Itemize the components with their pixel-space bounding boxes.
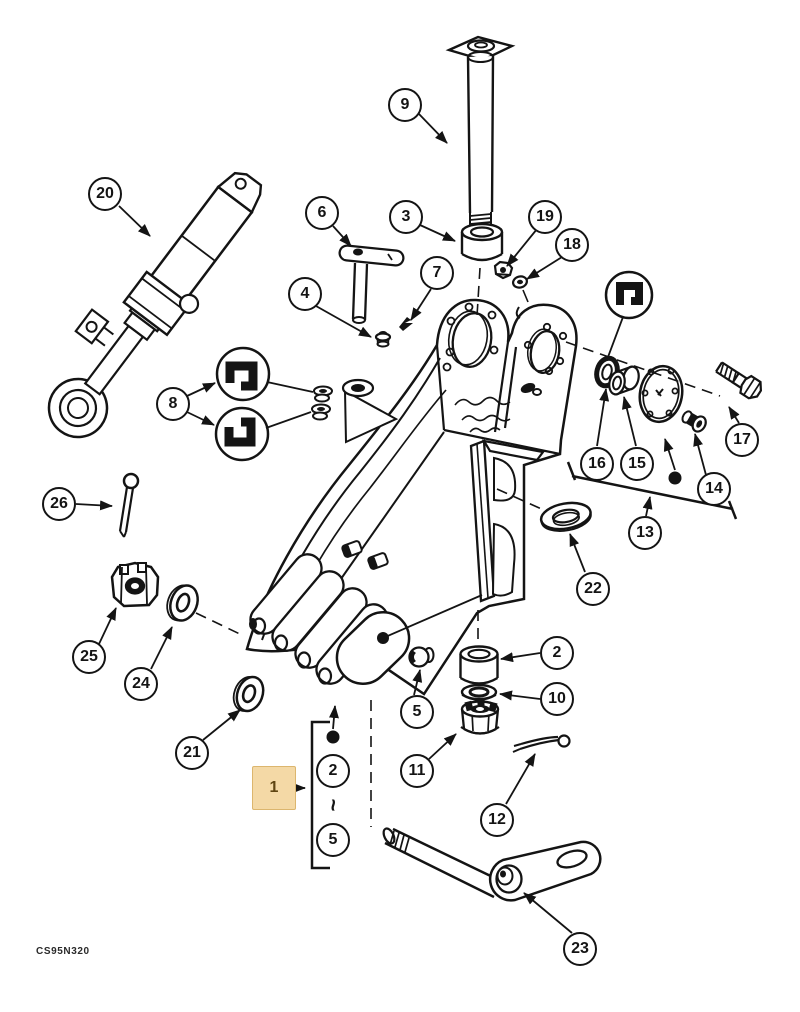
t-handle-pin-6 xyxy=(338,244,405,324)
drawing-code: CS95N320 xyxy=(36,946,90,957)
bolt-17 xyxy=(715,361,763,400)
callout-26: 26 xyxy=(42,487,76,521)
callout-8: 8 xyxy=(156,387,190,421)
clip-5 xyxy=(408,646,435,668)
washer-21 xyxy=(232,675,265,713)
callout-1: 1 xyxy=(252,766,296,810)
callout-25: 25 xyxy=(72,640,106,674)
detail-circle-bushing-upper xyxy=(215,346,271,402)
clip-7 xyxy=(399,317,413,331)
callout-17: 17 xyxy=(725,423,759,457)
washer-18 xyxy=(511,275,529,303)
callout-11: 11 xyxy=(400,754,434,788)
callout-12: 12 xyxy=(480,803,514,837)
detail-circle-bushing-lower xyxy=(214,406,270,462)
callout-6: 6 xyxy=(305,196,339,230)
callout-14: 14 xyxy=(697,472,731,506)
washer-24 xyxy=(166,584,199,622)
callout-10: 10 xyxy=(540,682,574,716)
pivot-pin-23 xyxy=(382,827,602,902)
bushing-3 xyxy=(460,222,504,262)
callout-20: 20 xyxy=(88,177,122,211)
callout-18: 18 xyxy=(555,228,589,262)
castle-nut-11 xyxy=(460,699,500,735)
callout-24: 24 xyxy=(124,667,158,701)
bushing-2 xyxy=(459,645,499,685)
grease-fittings-8 xyxy=(311,385,333,421)
leader-lines xyxy=(75,113,740,934)
cotter-pin-26 xyxy=(118,472,140,538)
pivot-pin-9 xyxy=(445,35,516,234)
bracket-group-1 xyxy=(310,720,330,870)
callout-16: 16 xyxy=(580,447,614,481)
washer-10 xyxy=(460,683,498,701)
callout-5: 5 xyxy=(316,823,350,857)
callout-13: 13 xyxy=(628,516,662,550)
main-frame xyxy=(245,298,578,696)
grease-fitting-14 xyxy=(681,410,707,433)
bushing-15 xyxy=(608,365,640,396)
cover-plate xyxy=(638,364,684,424)
callout-15: 15 xyxy=(620,447,654,481)
detail-circle-bushing-right xyxy=(604,270,654,320)
hydraulic-cylinder xyxy=(47,171,263,439)
callout-4: 4 xyxy=(288,277,322,311)
plug-4 xyxy=(374,331,392,348)
callout-2: 2 xyxy=(316,754,350,788)
callout-22: 22 xyxy=(576,572,610,606)
callout-21: 21 xyxy=(175,736,209,770)
callout-9: 9 xyxy=(388,88,422,122)
callout-7: 7 xyxy=(420,256,454,290)
callout-23: 23 xyxy=(563,932,597,966)
callout-5: 5 xyxy=(400,695,434,729)
castle-nut-25 xyxy=(110,561,160,608)
washer-22 xyxy=(539,501,592,532)
callout-2: 2 xyxy=(540,636,574,670)
callout-19: 19 xyxy=(528,200,562,234)
cotter-pin-12 xyxy=(512,734,571,753)
bracket-separator: ~ xyxy=(321,798,346,812)
callout-3: 3 xyxy=(389,200,423,234)
assembly-axis-lines xyxy=(195,267,721,827)
nut-19 xyxy=(493,260,514,280)
